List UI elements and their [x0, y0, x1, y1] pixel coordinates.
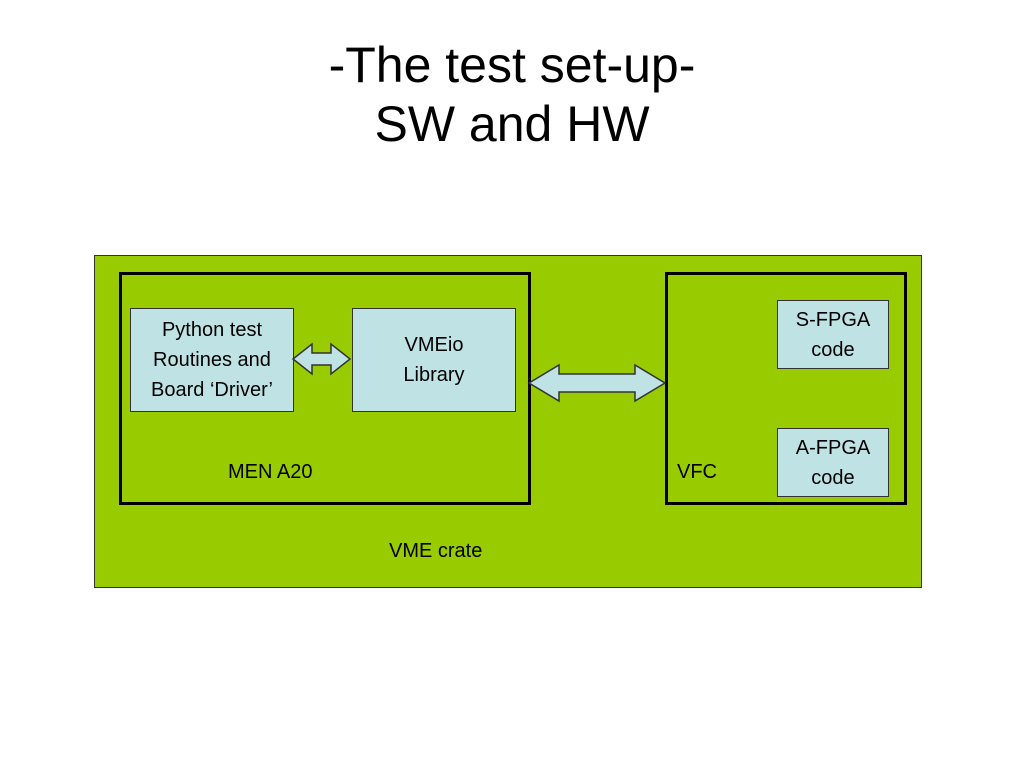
title-line-2: SW and HW: [374, 96, 650, 152]
vfc-board: S-FPGA code A-FPGA code VFC: [665, 272, 907, 505]
connection-arrows: [291, 342, 667, 403]
sfpga-box: S-FPGA code: [777, 300, 889, 369]
vme-crate-label: VME crate: [389, 540, 483, 562]
afpga-box: A-FPGA code: [777, 428, 889, 497]
title-line-1: -The test set-up-: [328, 37, 696, 93]
vme-crate: Python test Routines and Board ‘Driver’ …: [94, 255, 922, 588]
men-a20-label: MEN A20: [228, 461, 313, 483]
python-vmeio-arrow: [291, 342, 352, 376]
slide-title: -The test set-up- SW and HW: [0, 36, 1024, 154]
vfc-label: VFC: [677, 461, 717, 483]
men-a20-board: Python test Routines and Board ‘Driver’ …: [119, 272, 531, 505]
python-box: Python test Routines and Board ‘Driver’: [130, 308, 294, 412]
vmeio-box: VMEio Library: [352, 308, 516, 412]
men-vfc-arrow: [527, 363, 667, 403]
